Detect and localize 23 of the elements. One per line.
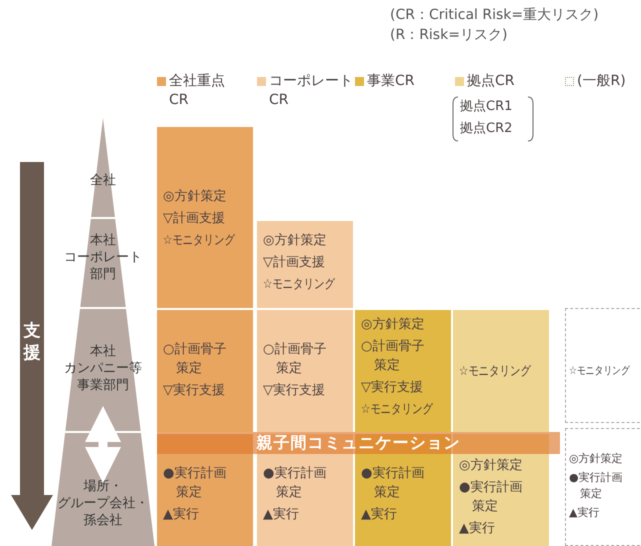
risk-cell: ◎方針策定 ●実行計画策定 ▲実行 bbox=[565, 428, 641, 546]
legend-text: (一般R) bbox=[577, 72, 627, 91]
double-arrow bbox=[85, 406, 121, 483]
risk-cell: ◎方針策定 ▽計画支援 ☆モニタリング bbox=[157, 127, 253, 308]
risk-cell: ●実行計画策定 ▲実行 bbox=[157, 434, 253, 546]
risk-cell: ☆モニタリング bbox=[453, 310, 549, 432]
risk-cell: ◎方針策定 ○計画骨子策定 ▽実行支援 ☆モニタリング bbox=[355, 310, 451, 432]
legend-text: コーポレートCR bbox=[269, 72, 353, 110]
risk-cell: ◎方針策定 ▽計画支援 ☆モニタリング bbox=[257, 221, 353, 308]
tier-label: 本社カンパニー等事業部門 bbox=[53, 343, 153, 394]
tier-label: 本社コーポレート部門 bbox=[53, 232, 153, 283]
tier-label: 場所・グループ会社・孫会社 bbox=[53, 478, 153, 529]
risk-cell: ○計画骨子策定 ▽実行支援 bbox=[157, 310, 253, 432]
legend-text: 事業CR bbox=[367, 72, 416, 91]
down-arrow: 支援 bbox=[11, 162, 53, 530]
legend-text: 全社重点CR bbox=[169, 72, 226, 110]
risk-cell: ○計画骨子策定 ▽実行支援 bbox=[257, 310, 353, 432]
note-text: (CR：Critical Risk=重大リスク) bbox=[390, 6, 599, 24]
legend-text: 拠点CR bbox=[467, 72, 516, 91]
bracket-label: 拠点CR1 bbox=[460, 98, 512, 116]
bracket-label: 拠点CR2 bbox=[460, 120, 512, 138]
note-text: (R：Risk=リスク) bbox=[390, 26, 508, 44]
risk-cell: ☆モニタリング bbox=[565, 308, 641, 423]
